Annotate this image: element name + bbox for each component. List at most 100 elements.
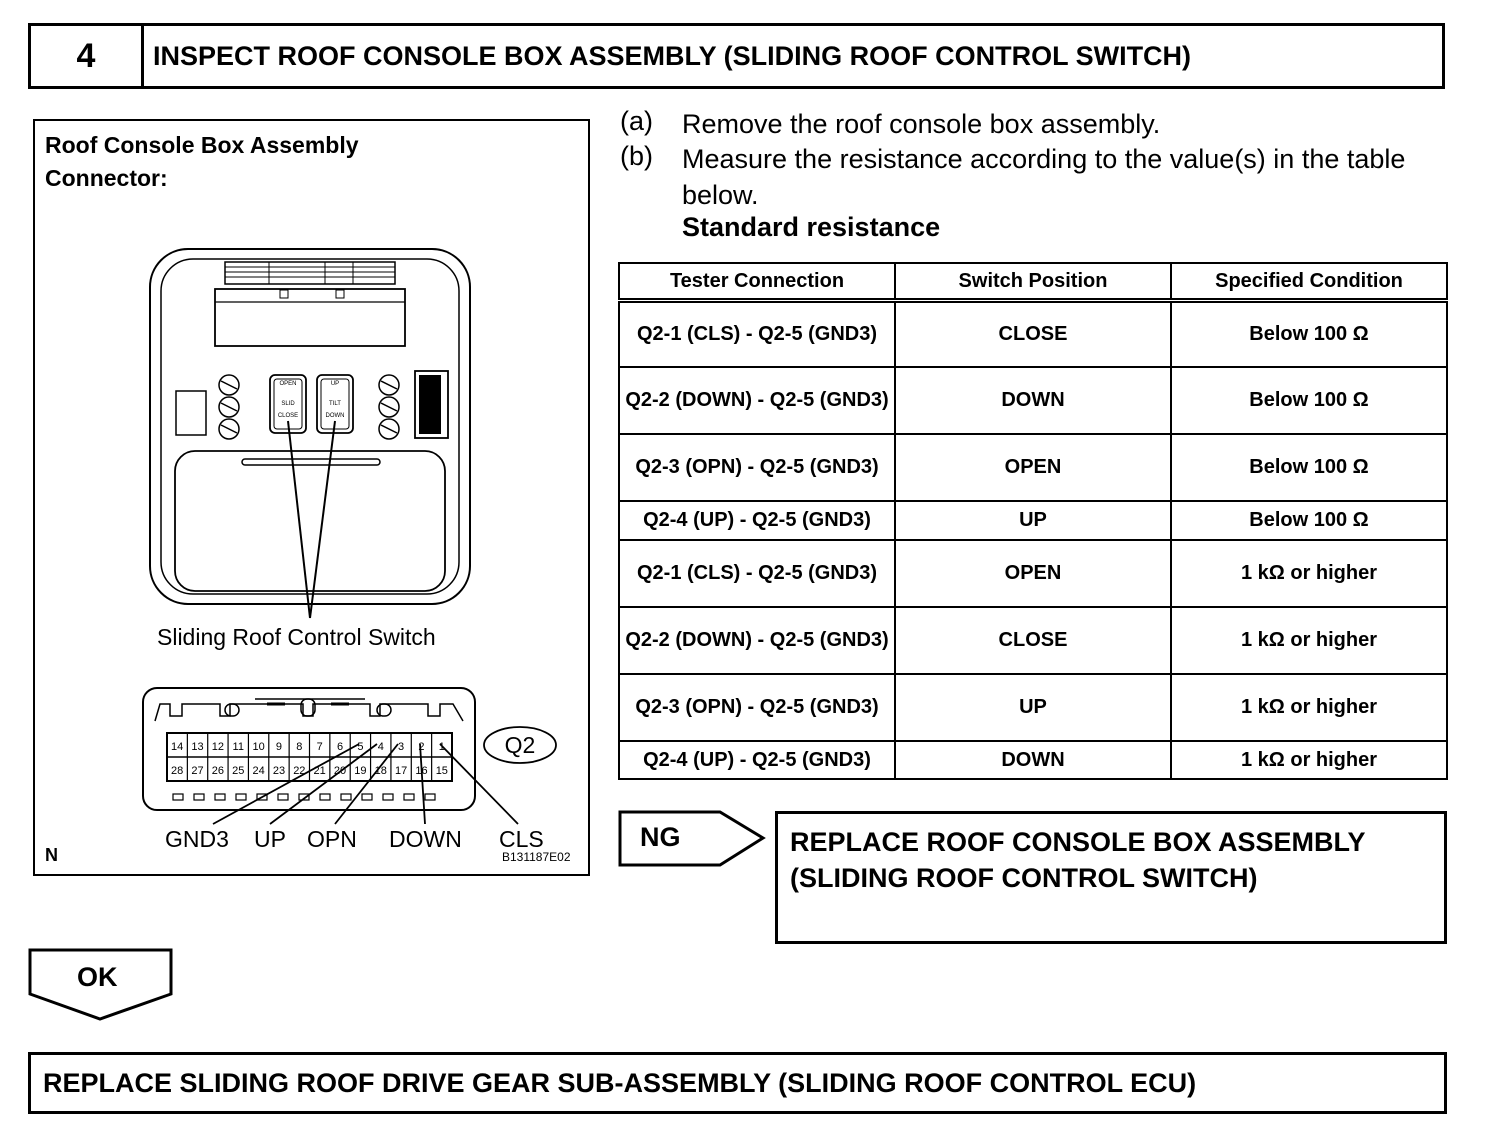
cell-tester-connection: Q2-4 (UP) - Q2-5 (GND3) [618,739,896,780]
pin-number: 19 [354,765,366,777]
terminal-label-up: UP [254,826,286,852]
cell-specified-condition: Below 100 Ω [1170,432,1448,502]
roof-console-diagram: OPEN SLID CLOSE UP TILT DOWN Sliding Roo… [45,248,571,865]
pin-number: 12 [212,741,224,753]
ng-arrow-icon [618,810,766,867]
cell-specified-condition: 1 kΩ or higher [1170,672,1448,742]
upper-lens [214,288,406,347]
pin-number: 25 [232,765,244,777]
pin-number: 17 [395,765,407,777]
terminal-label-gnd3: GND3 [165,826,229,852]
pin-number: 18 [375,765,387,777]
pin-number: 26 [212,765,224,777]
cell-tester-connection: Q2-2 (DOWN) - Q2-5 (GND3) [618,365,896,435]
table-row: Q2-3 (OPN) - Q2-5 (GND3) OPEN Below 100 … [618,432,1448,502]
ok-label: OK [77,962,118,992]
cell-switch-position: CLOSE [894,299,1172,368]
ng-action-text: REPLACE ROOF CONSOLE BOX ASSEMBLY (SLIDI… [790,827,1366,893]
cell-tester-connection: Q2-3 (OPN) - Q2-5 (GND3) [618,672,896,742]
pin-number: 15 [436,765,448,777]
step-header: 4 INSPECT ROOF CONSOLE BOX ASSEMBLY (SLI… [28,23,1445,89]
left-lamp-icon [175,390,207,436]
pin-number: 14 [171,741,183,753]
pin-number: 10 [252,741,264,753]
sliding-roof-switch-icon: OPEN SLID CLOSE UP TILT DOWN [269,374,354,434]
terminal-leader-lines [212,743,519,825]
switch-label-open: OPEN [279,381,296,387]
header-tester-connection: Tester Connection [618,262,896,303]
ok-action-box: REPLACE SLIDING ROOF DRIVE GEAR SUB-ASSE… [28,1052,1447,1114]
table-row: Q2-2 (DOWN) - Q2-5 (GND3) DOWN Below 100… [618,365,1448,435]
cell-tester-connection: Q2-3 (OPN) - Q2-5 (GND3) [618,432,896,502]
step-number: 4 [31,26,144,86]
pin-number: 5 [357,741,363,753]
top-vent-icon [224,261,396,285]
ok-action-text: REPLACE SLIDING ROOF DRIVE GEAR SUB-ASSE… [43,1067,1197,1098]
cell-switch-position: CLOSE [894,605,1172,675]
pin-number: 7 [317,741,323,753]
cell-specified-condition: 1 kΩ or higher [1170,538,1448,608]
cell-switch-position: OPEN [894,432,1172,502]
header-specified-condition: Specified Condition [1170,262,1448,303]
ok-arrow-icon [28,948,173,1021]
pin-number: 13 [191,741,203,753]
connector-id-label: Q2 [505,732,536,758]
table-row: Q2-2 (DOWN) - Q2-5 (GND3) CLOSE 1 kΩ or … [618,605,1448,675]
console-inner-outline [160,258,460,595]
terminal-label-cls: CLS [499,826,544,852]
switch-label-close: CLOSE [278,413,298,419]
cell-switch-position: UP [894,672,1172,742]
instruction-b-text: Measure the resistance according to the … [682,144,1406,210]
pin-number: 2 [418,741,424,753]
pin-number: 8 [296,741,302,753]
cell-switch-position: UP [894,499,1172,541]
right-lamp-fill [419,375,441,434]
cell-tester-connection: Q2-1 (CLS) - Q2-5 (GND3) [618,538,896,608]
corner-mark: N [45,845,58,865]
table-row: Q2-3 (OPN) - Q2-5 (GND3) UP 1 kΩ or high… [618,672,1448,742]
cell-specified-condition: Below 100 Ω [1170,499,1448,541]
pin-number: 9 [276,741,282,753]
cell-specified-condition: 1 kΩ or higher [1170,605,1448,675]
cell-tester-connection: Q2-4 (UP) - Q2-5 (GND3) [618,499,896,541]
figure-code: B131187E02 [502,850,571,864]
standard-resistance-label: Standard resistance [682,212,941,242]
ng-action-box: REPLACE ROOF CONSOLE BOX ASSEMBLY (SLIDI… [775,811,1447,944]
cell-tester-connection: Q2-1 (CLS) - Q2-5 (GND3) [618,299,896,368]
pin-number: 23 [273,765,285,777]
pin-number: 6 [337,741,343,753]
left-round-buttons-icon [218,374,240,440]
pin-number: 21 [314,765,326,777]
switch-label-down: DOWN [326,413,345,419]
cell-tester-connection: Q2-2 (DOWN) - Q2-5 (GND3) [618,605,896,675]
right-round-buttons-icon [378,374,400,440]
terminal-label-opn: OPN [307,826,357,852]
switch-label-up: UP [331,381,339,387]
table-row: Q2-1 (CLS) - Q2-5 (GND3) OPEN 1 kΩ or hi… [618,538,1448,608]
cell-switch-position: DOWN [894,739,1172,780]
table-row: Q2-1 (CLS) - Q2-5 (GND3) CLOSE Below 100… [618,299,1448,368]
table-header-row: Tester Connection Switch Position Specif… [618,262,1448,303]
pin-number: 4 [378,741,384,753]
step-title: INSPECT ROOF CONSOLE BOX ASSEMBLY (SLIDI… [153,40,1192,71]
figure-panel: OPEN SLID CLOSE UP TILT DOWN Sliding Roo… [33,119,590,876]
resistance-table: Tester Connection Switch Position Specif… [618,262,1448,780]
switch-callout-label: Sliding Roof Control Switch [157,624,436,650]
console-outline [149,248,471,605]
ng-label: NG [640,822,681,852]
pin-number: 11 [233,741,244,753]
table-row: Q2-4 (UP) - Q2-5 (GND3) UP Below 100 Ω [618,499,1448,541]
pin-number: 28 [171,765,183,777]
cell-switch-position: DOWN [894,365,1172,435]
cell-specified-condition: 1 kΩ or higher [1170,739,1448,780]
instruction-a-text: Remove the roof console box assembly. [682,109,1161,139]
instruction-b-letter: (b) [620,141,653,171]
connector-teeth [172,793,436,801]
instruction-a-letter: (a) [620,106,653,136]
terminal-label-down: DOWN [389,826,462,852]
header-switch-position: Switch Position [894,262,1172,303]
right-lamp-icon [414,370,449,439]
cell-switch-position: OPEN [894,538,1172,608]
cell-specified-condition: Below 100 Ω [1170,365,1448,435]
switch-label-slid: SLID [281,401,295,407]
